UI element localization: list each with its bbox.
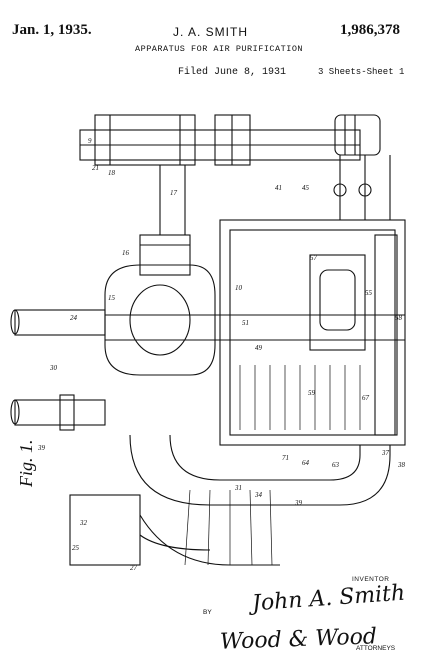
by-label: BY xyxy=(203,609,212,616)
svg-text:30: 30 xyxy=(49,364,58,372)
svg-text:58: 58 xyxy=(395,314,403,322)
svg-text:9: 9 xyxy=(88,137,92,145)
attorneys-caption: ATTORNEYS xyxy=(356,645,396,652)
inventor-name: J. A. SMITH xyxy=(173,25,249,39)
svg-text:71: 71 xyxy=(282,454,289,462)
svg-text:18: 18 xyxy=(108,169,116,177)
svg-text:24: 24 xyxy=(70,314,78,322)
patent-date: Jan. 1, 1935. xyxy=(12,22,92,38)
svg-text:64: 64 xyxy=(302,459,310,467)
svg-text:55: 55 xyxy=(365,289,373,297)
sheet-count: 3 Sheets-Sheet 1 xyxy=(318,67,405,77)
svg-text:59: 59 xyxy=(308,389,316,397)
svg-text:15: 15 xyxy=(108,294,116,302)
svg-text:67: 67 xyxy=(362,394,370,402)
svg-text:17: 17 xyxy=(170,189,178,197)
attorney-signature: Wood & Wood xyxy=(219,624,378,655)
svg-text:45: 45 xyxy=(302,184,310,192)
svg-text:37: 37 xyxy=(381,449,390,457)
patent-drawing: 9 21 18 17 16 15 24 30 39 10 51 49 41 45 57 55 58 59… xyxy=(10,114,406,572)
svg-text:27: 27 xyxy=(130,564,138,572)
svg-text:21: 21 xyxy=(92,164,99,172)
inventor-signature: John A. Smith xyxy=(251,580,406,617)
svg-text:10: 10 xyxy=(235,284,243,292)
svg-text:31: 31 xyxy=(234,484,242,492)
svg-text:38: 38 xyxy=(397,461,406,469)
figure-label: Fig. 1. xyxy=(16,440,36,489)
svg-text:39: 39 xyxy=(37,444,46,452)
patent-title: APPARATUS FOR AIR PURIFICATION xyxy=(135,44,304,54)
svg-text:49: 49 xyxy=(255,344,263,352)
svg-text:16: 16 xyxy=(122,249,130,257)
inventor-caption: INVENTOR xyxy=(352,576,390,583)
svg-text:63: 63 xyxy=(332,461,340,469)
svg-text:41: 41 xyxy=(275,184,282,192)
svg-text:51: 51 xyxy=(242,319,249,327)
filed-date: Filed June 8, 1931 xyxy=(178,67,287,78)
svg-text:34: 34 xyxy=(254,491,263,499)
svg-text:25: 25 xyxy=(72,544,80,552)
svg-text:57: 57 xyxy=(310,254,318,262)
svg-text:32: 32 xyxy=(79,519,88,527)
patent-number: 1,986,378 xyxy=(340,22,400,38)
svg-text:39: 39 xyxy=(294,499,303,507)
